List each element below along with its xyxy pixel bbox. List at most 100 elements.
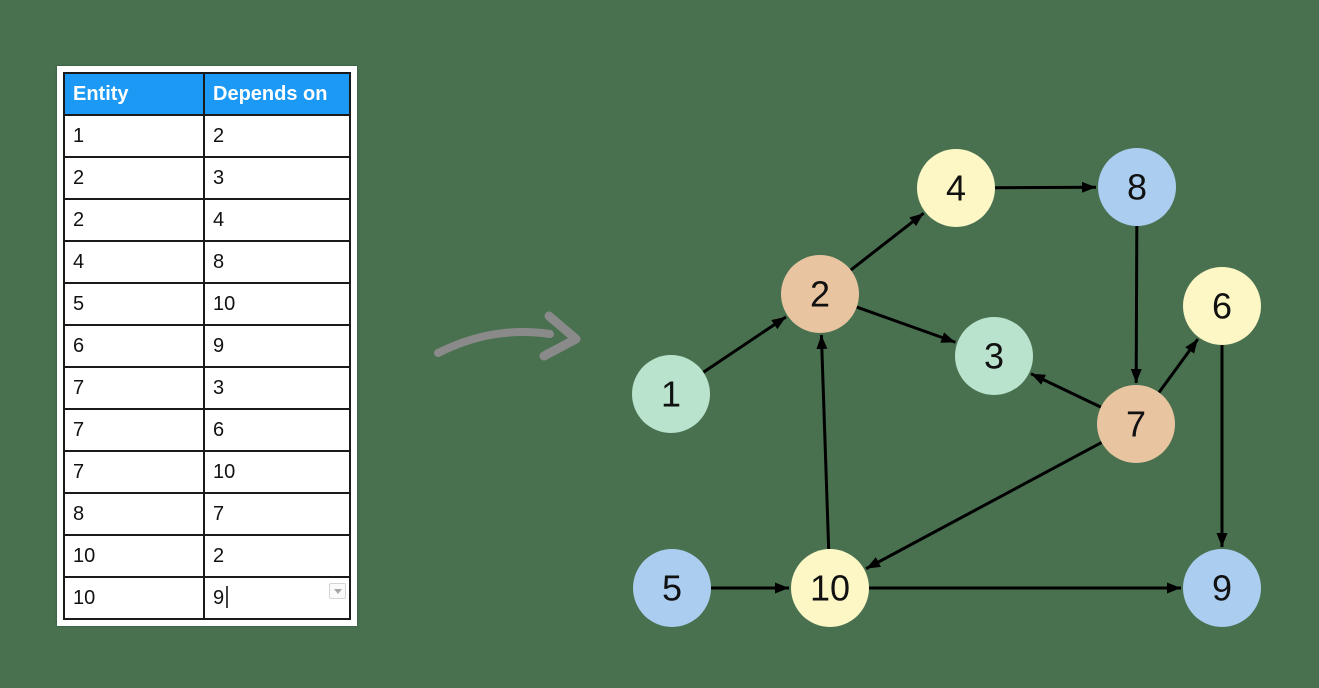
cell-value: 6 — [73, 334, 85, 357]
table-cell-depends-on[interactable]: 4 — [203, 198, 351, 242]
cell-value: 3 — [213, 166, 225, 189]
node-circle[interactable] — [781, 255, 859, 333]
table-cell-entity[interactable]: 5 — [63, 282, 205, 326]
node-circle[interactable] — [633, 549, 711, 627]
text-caret — [226, 586, 229, 609]
graph-edge-7-6 — [1157, 338, 1200, 394]
graph-node-7[interactable]: 7 — [1097, 385, 1175, 463]
graph-node-2[interactable]: 2 — [781, 255, 859, 333]
node-circle[interactable] — [1098, 148, 1176, 226]
cell-value: 5 — [73, 292, 85, 315]
table-row: 7 10 — [63, 450, 351, 494]
table-cell-entity[interactable]: 8 — [63, 492, 205, 536]
node-circle[interactable] — [917, 149, 995, 227]
graph-node-8[interactable]: 8 — [1098, 148, 1176, 226]
graph-node-5[interactable]: 5 — [633, 549, 711, 627]
table-cell-entity[interactable]: 10 — [63, 576, 205, 620]
table-cell-depends-on[interactable]: 6 — [203, 408, 351, 452]
cell-value: 4 — [213, 208, 225, 231]
cell-value: 6 — [213, 418, 225, 441]
cell-value: 9 — [213, 334, 225, 357]
table-cell-entity[interactable]: 2 — [63, 198, 205, 242]
table-row: 5 10 — [63, 282, 351, 326]
cell-value: 8 — [213, 250, 225, 273]
graph-node-9[interactable]: 9 — [1183, 549, 1261, 627]
graph-node-3[interactable]: 3 — [955, 317, 1033, 395]
chevron-down-icon — [333, 588, 342, 594]
cell-value: 8 — [73, 502, 85, 525]
cell-value: 7 — [213, 502, 225, 525]
cell-value: 7 — [73, 376, 85, 399]
table-cell-depends-on[interactable]: 3 — [203, 156, 351, 200]
graph-edge-2-4 — [849, 212, 925, 272]
table-cell-depends-on[interactable]: 8 — [203, 240, 351, 284]
node-label: 6 — [1212, 286, 1232, 327]
graph-node-10[interactable]: 10 — [791, 549, 869, 627]
table-cell-entity[interactable]: 2 — [63, 156, 205, 200]
cell-value: 7 — [73, 460, 85, 483]
node-circle[interactable] — [632, 355, 710, 433]
table-cell-depends-on[interactable]: 7 — [203, 492, 351, 536]
cell-value: 1 — [73, 124, 85, 147]
cell-value: 9 — [213, 586, 225, 609]
graph-node-4[interactable]: 4 — [917, 149, 995, 227]
graph-edge-7-3 — [1030, 372, 1102, 409]
cell-value: 7 — [73, 418, 85, 441]
table-cell-entity[interactable]: 4 — [63, 240, 205, 284]
table-cell-entity[interactable]: 7 — [63, 450, 205, 494]
column-header-depends-on: Depends on — [203, 72, 351, 116]
cell-value: 2 — [213, 124, 225, 147]
cell-value: 2 — [213, 544, 225, 567]
table-cell-entity[interactable]: 7 — [63, 366, 205, 410]
table-cell-depends-on[interactable]: 2 — [203, 114, 351, 158]
node-circle[interactable] — [955, 317, 1033, 395]
node-label: 2 — [810, 274, 830, 315]
table-cell-depends-on[interactable]: 9 — [203, 324, 351, 368]
cell-value: 10 — [213, 460, 236, 483]
table-cell-depends-on[interactable]: 3 — [203, 366, 351, 410]
cell-value: 2 — [73, 166, 85, 189]
node-circle[interactable] — [1183, 267, 1261, 345]
node-circle[interactable] — [1097, 385, 1175, 463]
node-label: 9 — [1212, 568, 1232, 609]
table-header-row: Entity Depends on — [63, 72, 351, 116]
node-label: 4 — [946, 168, 966, 209]
cell-value: 2 — [73, 208, 85, 231]
table-cell-entity[interactable]: 7 — [63, 408, 205, 452]
node-label: 8 — [1127, 167, 1147, 208]
graph-edge-4-8 — [994, 181, 1097, 193]
node-label: 5 — [662, 568, 682, 609]
node-circle[interactable] — [791, 549, 869, 627]
graph-edge-10-2 — [816, 334, 831, 550]
table-cell-depends-on[interactable]: 10 — [203, 282, 351, 326]
cell-value: 10 — [213, 292, 236, 315]
graph-node-6[interactable]: 6 — [1183, 267, 1261, 345]
graph-node-1[interactable]: 1 — [632, 355, 710, 433]
node-label: 1 — [661, 374, 681, 415]
table-cell-depends-on[interactable]: 2 — [203, 534, 351, 578]
node-circle[interactable] — [1183, 549, 1261, 627]
table-row: 10 2 — [63, 534, 351, 578]
table-cell-entity[interactable]: 1 — [63, 114, 205, 158]
table-cell-entity[interactable]: 6 — [63, 324, 205, 368]
node-label: 10 — [810, 568, 850, 609]
graph-edge-1-2 — [702, 315, 787, 374]
graph-edge-2-3 — [856, 305, 956, 344]
table-cell-entity[interactable]: 10 — [63, 534, 205, 578]
cell-value: 4 — [73, 250, 85, 273]
node-label: 7 — [1126, 404, 1146, 445]
cell-value: 3 — [213, 376, 225, 399]
graph-edge-8-7 — [1130, 225, 1142, 384]
table-cell-depends-on[interactable]: 10 — [203, 450, 351, 494]
table-cell-depends-on[interactable]: 9 — [203, 576, 351, 620]
cell-dropdown-button[interactable] — [329, 583, 346, 599]
